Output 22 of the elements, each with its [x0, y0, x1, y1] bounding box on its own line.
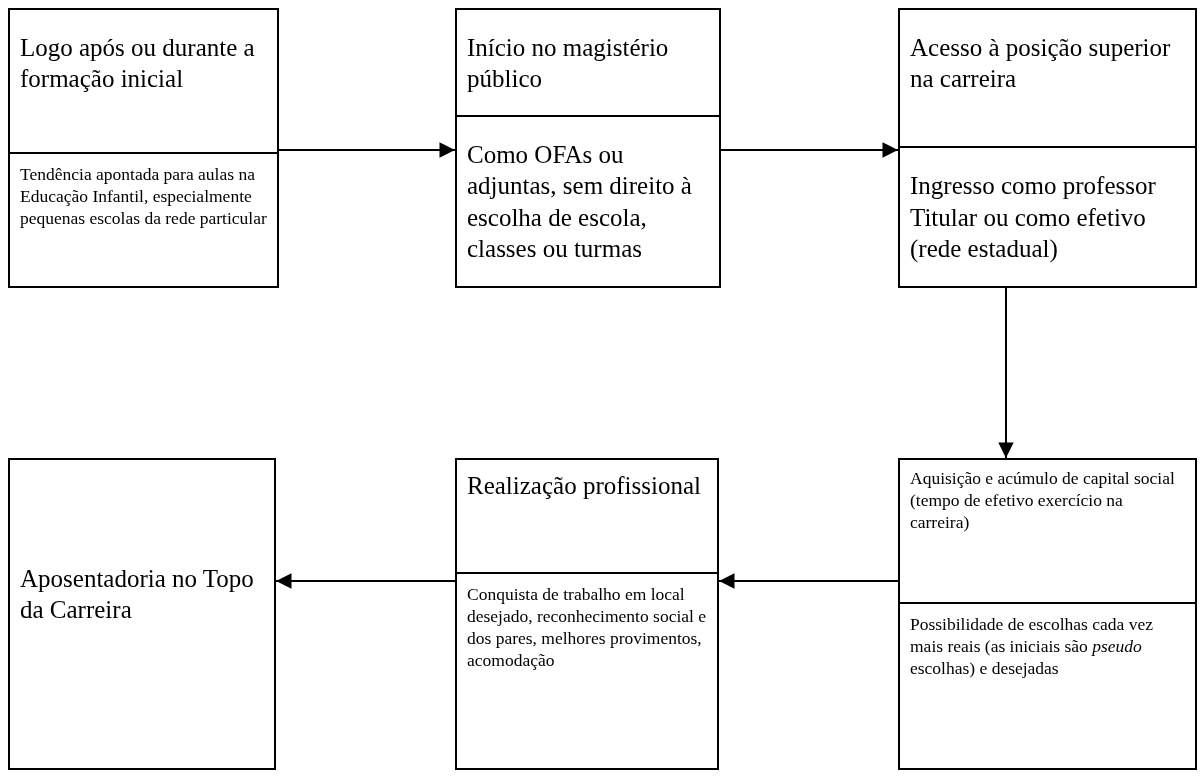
stage-heading: Aposentadoria no Topo da Carreira [20, 564, 254, 623]
stage-heading: Acesso à posição superior na carreira [910, 34, 1171, 93]
process-box [898, 8, 1197, 288]
stage-description: Ingresso como professor Titular ou como efetivo (rede estadual) [910, 172, 1156, 262]
arrow [278, 142, 456, 158]
process-box [8, 458, 276, 770]
stage-description: Possibilidade de escolhas cada vez mais reais (as iniciais são pseudo escolhas) e desejadas [910, 614, 1153, 678]
arrow [718, 573, 899, 589]
arrow [998, 287, 1014, 459]
stage-description: Tendência apontada para aulas na Educação Infantil, especialmente pequenas escolas da rede particular [20, 164, 267, 228]
arrow [275, 573, 456, 589]
stage-description: Como OFAs ou adjuntas, sem direito à escolha de escola, classes ou turmas [467, 141, 692, 262]
stage-heading: Aquisição e acúmulo de capital social (tempo de efetivo exercício na carreira) [910, 468, 1175, 532]
stage-heading: Realização profissional [467, 472, 701, 499]
stage-description: Conquista de trabalho em local desejado, reconhecimento social e dos pares, melhores provimentos, acomodação [467, 584, 707, 670]
stage-heading: Logo após ou durante a formação inicial [20, 34, 255, 93]
process-box [455, 458, 719, 770]
process-box [8, 8, 279, 288]
process-box [898, 458, 1197, 770]
arrow [720, 142, 899, 158]
stage-heading: Início no magistério público [467, 34, 669, 93]
process-box [455, 8, 721, 288]
